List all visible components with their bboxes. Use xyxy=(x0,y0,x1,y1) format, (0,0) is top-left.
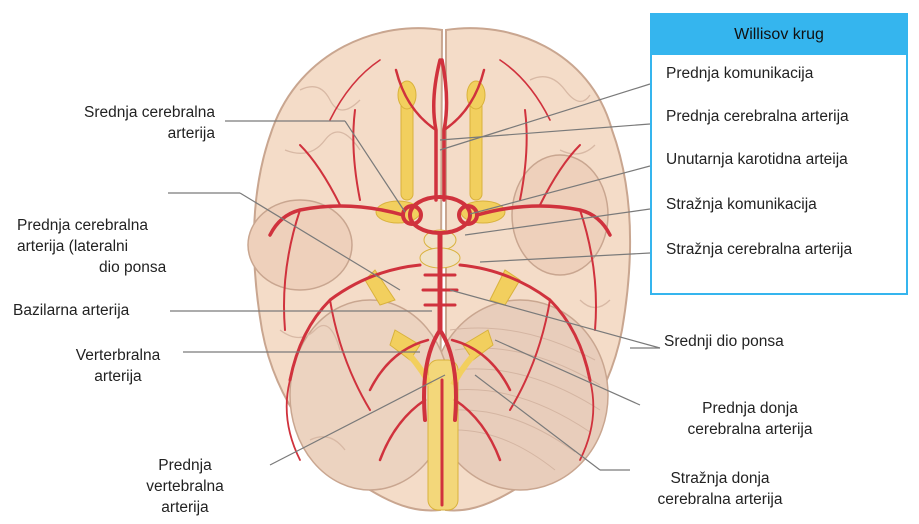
label-prednja-donja-cerebralna-arterija: Prednja donja cerebralna arterija xyxy=(660,398,840,440)
label-line: Srednja cerebralna xyxy=(20,102,215,123)
label-straznja-donja-cerebralna-arterija: Stražnja donja cerebralna arterija xyxy=(630,468,810,510)
label-line: Stražnja donja xyxy=(630,468,810,489)
label-line: arterija xyxy=(20,123,215,144)
willis-item-straznja-komunikacija: Stražnja komunikacija xyxy=(666,196,817,214)
label-line: Verterbralna xyxy=(58,345,178,366)
label-srednja-cerebralna-arterija: Srednja cerebralna arterija xyxy=(20,102,215,144)
label-line: cerebralna arterija xyxy=(660,419,840,440)
label-line: cerebralna arterija xyxy=(630,489,810,510)
willis-box-title: Willisov krug xyxy=(652,15,906,55)
willis-item-prednja-komunikacija: Prednja komunikacija xyxy=(666,65,813,83)
label-verterbralna-arterija: Verterbralna arterija xyxy=(58,345,178,387)
willis-item-straznja-cerebralna-arterija: Stražnja cerebralna arterija xyxy=(666,241,852,259)
label-line: arterija (lateralni xyxy=(17,236,166,257)
willis-item-unutarnja-karotidna-arteija: Unutarnja karotidna arteija xyxy=(666,151,848,169)
label-line: vertebralna xyxy=(130,476,240,497)
label-bazilarna-arterija: Bazilarna arterija xyxy=(13,300,129,321)
willis-circle-legend-box: Willisov krug Prednja komunikacija Predn… xyxy=(650,13,908,295)
label-line: dio ponsa xyxy=(17,257,166,278)
label-srednji-dio-ponsa: Srednji dio ponsa xyxy=(664,331,784,352)
label-prednja-cerebralna-arterija-lateralni: Prednja cerebralna arterija (lateralni d… xyxy=(17,215,166,278)
label-line: Prednja donja xyxy=(660,398,840,419)
label-line: arterija xyxy=(58,366,178,387)
willis-item-prednja-cerebralna-arterija: Prednja cerebralna arterija xyxy=(666,108,849,126)
label-line: Prednja xyxy=(130,455,240,476)
label-line: arterija xyxy=(130,497,240,518)
label-prednja-vertebralna-arterija: Prednja vertebralna arterija xyxy=(130,455,240,518)
label-line: Prednja cerebralna xyxy=(17,215,166,236)
